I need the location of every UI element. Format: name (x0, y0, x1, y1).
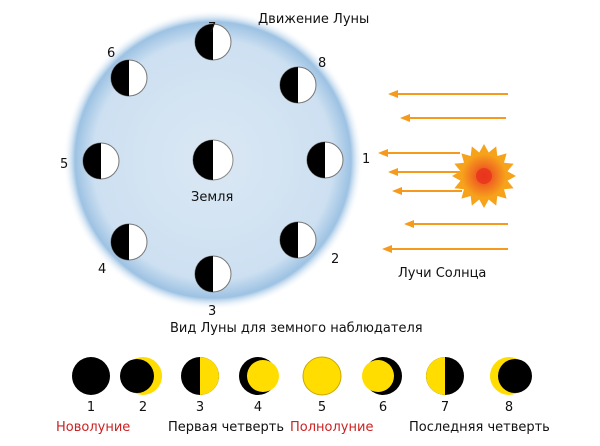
phase-number-6: 6 (378, 400, 388, 415)
orbit-number-5: 5 (60, 157, 69, 172)
orbit-moon-8 (279, 66, 317, 104)
orbit-moon-1 (306, 141, 344, 179)
phase-number-4: 4 (253, 400, 263, 415)
moon-phase-5 (302, 356, 342, 396)
phase-number-3: 3 (195, 400, 205, 415)
phase-number-5: 5 (317, 400, 327, 415)
phase-row (72, 356, 532, 396)
diagram-title: Движение Луны (258, 12, 370, 27)
sun-ray-arrow (404, 220, 508, 228)
phase-name-last-quarter: Последняя четверть (409, 420, 550, 435)
phase-name-first-quarter: Первая четверть (168, 420, 285, 435)
phase-number-8: 8 (504, 400, 514, 415)
orbit-moon-4 (110, 223, 148, 261)
orbit-number-6: 6 (107, 46, 116, 61)
orbit-moon-5 (82, 142, 120, 180)
moon-phase-3 (181, 357, 219, 395)
orbit-moons (82, 23, 344, 293)
moon-phase-6 (362, 357, 402, 395)
orbit-number-8: 8 (318, 56, 327, 71)
orbit-moon-7 (194, 23, 232, 61)
orbit-number-2: 2 (331, 252, 340, 267)
phase-number-7: 7 (440, 400, 450, 415)
sun-ray-arrow (392, 187, 462, 195)
orbit-moon-3 (194, 255, 232, 293)
phase-name-new-moon: Новолуние (56, 420, 131, 435)
orbit-moon-6 (110, 59, 148, 97)
moon-phase-2 (120, 357, 162, 395)
sun-ray-arrow (388, 90, 508, 98)
orbit-number-3: 3 (208, 304, 217, 319)
orbit-moon-2 (279, 221, 317, 259)
moon-phase-8 (490, 357, 532, 395)
sun-rays-label: Лучи Солнца (398, 266, 487, 281)
moon-phase-7 (426, 357, 464, 395)
earth-label: Земля (191, 190, 234, 205)
phase-name-full-moon: Полнолуние (290, 420, 374, 435)
sun-ray-arrow (388, 168, 460, 176)
sun-ray-arrow (400, 114, 506, 122)
orbit-number-4: 4 (98, 262, 107, 277)
phases-subtitle: Вид Луны для земного наблюдателя (170, 321, 423, 336)
orbit-number-7: 7 (208, 21, 217, 36)
sun-icon (452, 144, 516, 208)
phase-number-2: 2 (138, 400, 148, 415)
sun-rays (378, 90, 508, 253)
moon-phase-4 (239, 357, 279, 395)
moon-phase-1 (72, 357, 110, 395)
earth-icon (192, 139, 234, 181)
phase-number-1: 1 (86, 400, 96, 415)
sun-ray-arrow (378, 149, 460, 157)
orbit-number-1: 1 (362, 152, 371, 167)
sun-ray-arrow (382, 245, 508, 253)
